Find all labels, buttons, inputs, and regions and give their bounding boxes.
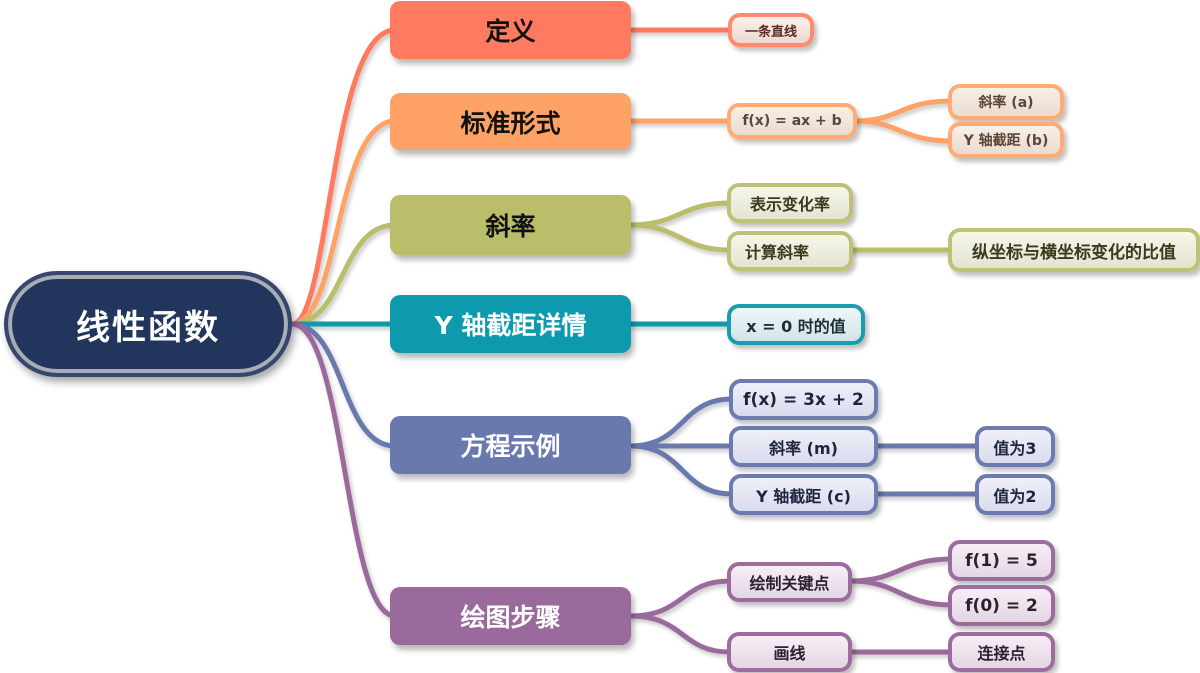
branch-standard-form[interactable]: 标准形式 <box>390 93 631 150</box>
leaf-slope-a[interactable]: 斜率 (a) <box>948 84 1064 120</box>
leaf-label: 连接点 <box>977 644 1026 663</box>
branch-definition[interactable]: 定义 <box>390 1 631 59</box>
root-label: 线性函数 <box>76 307 220 348</box>
leaf-calculate-slope[interactable]: 计算斜率 <box>727 231 853 271</box>
leaf-connect-points[interactable]: 连接点 <box>948 632 1055 672</box>
leaf-example-equation[interactable]: f(x) = 3x + 2 <box>729 379 878 420</box>
leaf-y-intercept-b[interactable]: Y 轴截距 (b) <box>948 122 1064 158</box>
leaf-label: 画线 <box>773 644 806 663</box>
leaf-label: f(x) = ax + b <box>742 113 842 129</box>
branch-graphing-steps[interactable]: 绘图步骤 <box>390 587 631 645</box>
leaf-a-straight-line[interactable]: 一条直线 <box>728 13 814 47</box>
leaf-label: Y 轴截距 (c) <box>756 486 851 506</box>
leaf-label: 一条直线 <box>744 24 797 40</box>
leaf-f1-equals-5[interactable]: f(1) = 5 <box>948 540 1055 581</box>
branch-label: 方程示例 <box>460 432 561 461</box>
leaf-label: 绘制关键点 <box>749 574 830 593</box>
leaf-label: 纵坐标与横坐标变化的比值 <box>972 242 1176 263</box>
root-node-linear-function[interactable]: 线性函数 <box>4 271 292 377</box>
leaf-label: 值为3 <box>993 438 1037 458</box>
branch-y-intercept-details[interactable]: Y 轴截距详情 <box>390 295 631 353</box>
leaf-label: f(x) = 3x + 2 <box>743 389 864 410</box>
leaf-y-intercept-c[interactable]: Y 轴截距 (c) <box>729 474 878 515</box>
branch-label: 斜率 <box>485 212 536 241</box>
leaf-label: 计算斜率 <box>745 243 810 262</box>
leaf-label: f(1) = 5 <box>965 550 1038 571</box>
leaf-label: f(0) = 2 <box>965 595 1038 616</box>
leaf-slope-m[interactable]: 斜率 (m) <box>729 426 878 467</box>
leaf-f0-equals-2[interactable]: f(0) = 2 <box>948 585 1055 626</box>
leaf-draw-line[interactable]: 画线 <box>727 632 852 672</box>
leaf-value-3[interactable]: 值为3 <box>975 426 1055 467</box>
branch-label: 绘图步骤 <box>460 603 561 632</box>
leaf-label: 值为2 <box>993 486 1037 506</box>
leaf-plot-key-points[interactable]: 绘制关键点 <box>727 562 852 602</box>
branch-equation-example[interactable]: 方程示例 <box>390 416 631 474</box>
leaf-value-2[interactable]: 值为2 <box>975 474 1055 515</box>
leaf-standard-equation[interactable]: f(x) = ax + b <box>727 103 857 139</box>
leaf-label: 表示变化率 <box>749 195 830 214</box>
branch-label: Y 轴截距详情 <box>434 311 587 340</box>
leaf-label: x = 0 时的值 <box>746 316 846 336</box>
branch-label: 定义 <box>485 17 536 46</box>
leaf-rise-over-run[interactable]: 纵坐标与横坐标变化的比值 <box>948 228 1200 272</box>
branch-label: 标准形式 <box>460 108 561 138</box>
leaf-label: 斜率 (a) <box>978 95 1034 111</box>
leaf-value-when-x-zero[interactable]: x = 0 时的值 <box>727 304 865 345</box>
leaf-represents-rate-of-change[interactable]: 表示变化率 <box>727 183 853 223</box>
leaf-label: 斜率 (m) <box>769 438 838 458</box>
branch-slope[interactable]: 斜率 <box>390 195 631 255</box>
leaf-label: Y 轴截距 (b) <box>963 133 1049 149</box>
